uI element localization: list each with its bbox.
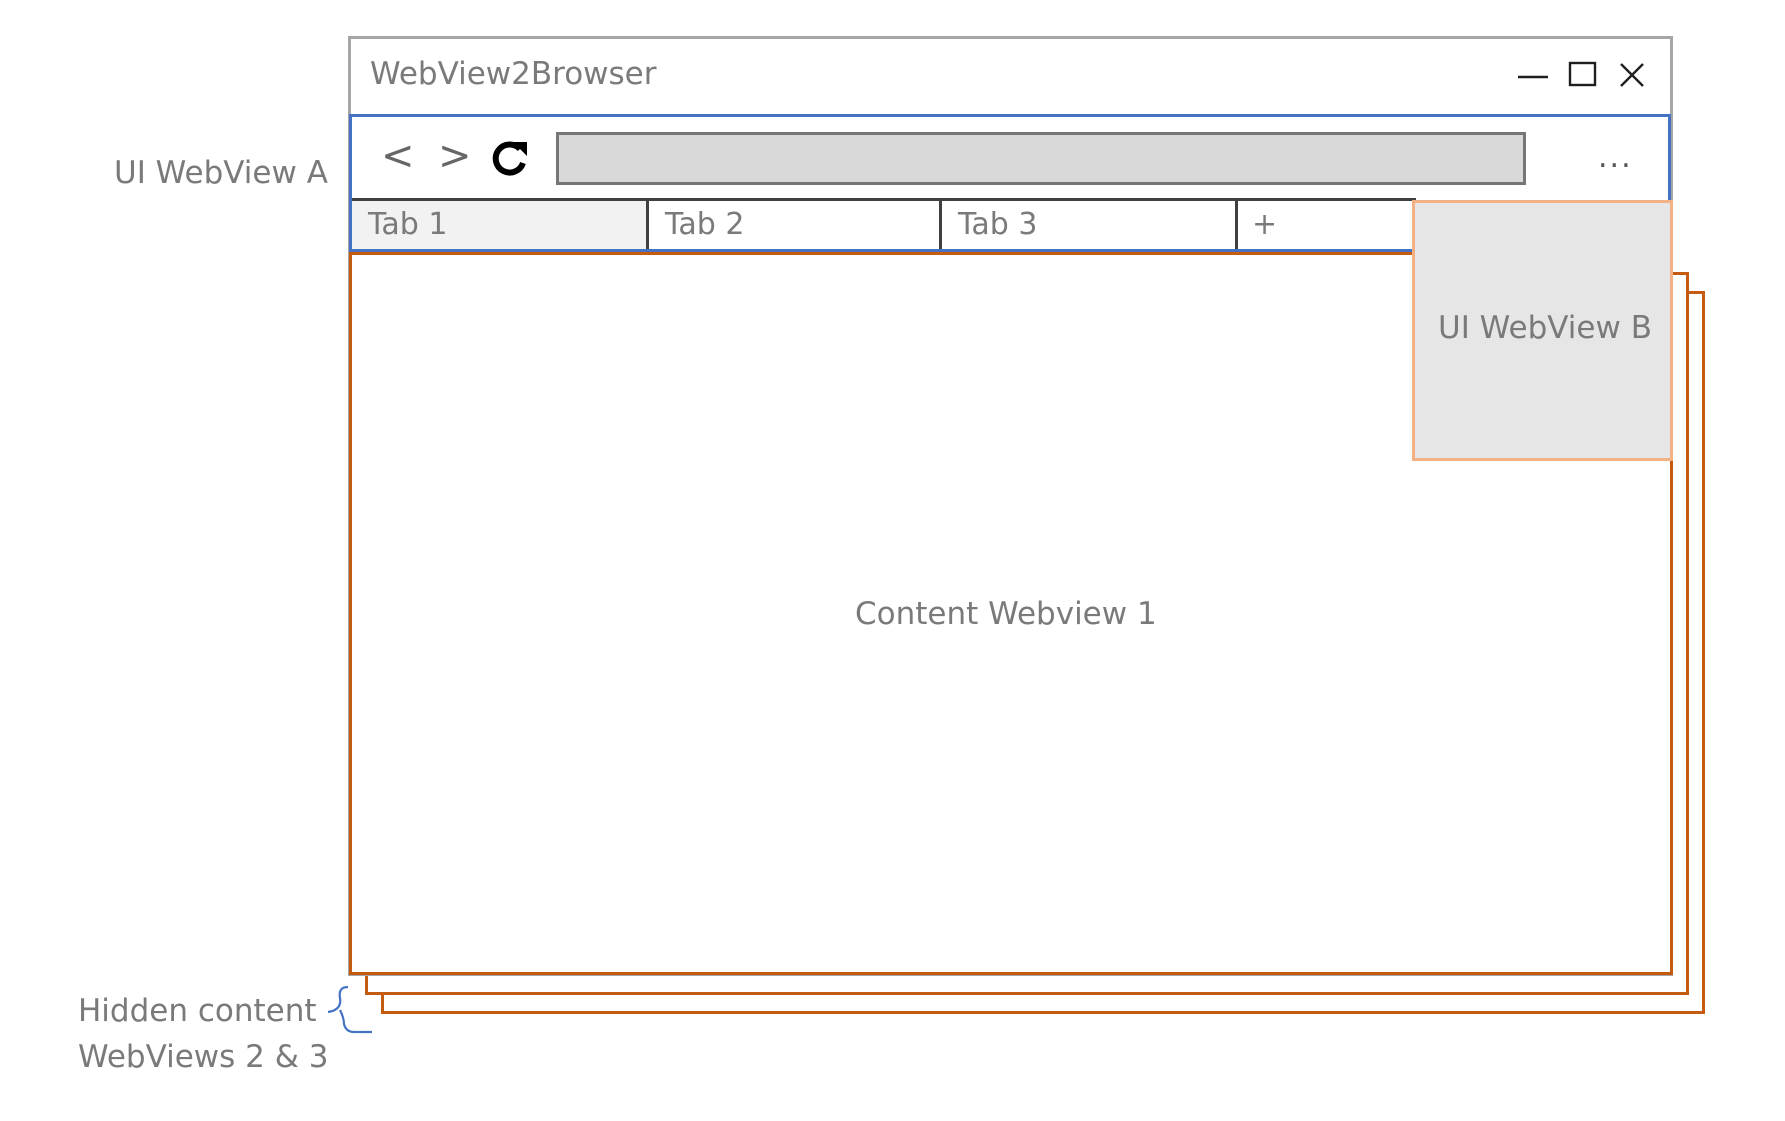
window-title: WebView2Browser [370,56,657,92]
tab-2[interactable]: Tab 2 [649,201,939,249]
tab-label: Tab 3 [958,207,1038,242]
tab-divider [939,201,942,249]
tab-1[interactable]: Tab 1 [352,201,646,249]
tab-3[interactable]: Tab 3 [942,201,1235,249]
tab-label: Tab 1 [368,207,448,242]
tab-divider [1235,201,1238,249]
content-webview-label: Content Webview 1 [855,596,1157,632]
ui-webview-b[interactable] [1412,200,1673,461]
maximize-icon[interactable] [1568,60,1598,90]
close-icon[interactable] [1617,60,1647,90]
ui-webview-b-label: UI WebView B [1438,310,1652,346]
ui-webview-a-annotation: UI WebView A [114,155,328,191]
refresh-icon[interactable] [489,139,531,181]
tab-row-top-border [352,198,1416,201]
forward-button[interactable]: > [438,133,472,179]
back-button[interactable]: < [381,133,415,179]
hidden-webviews-annotation: Hidden content WebViews 2 & 3 [78,988,328,1080]
new-tab-button[interactable]: + [1238,201,1408,249]
plus-icon: + [1252,207,1278,242]
hidden-annotation-line-2: WebViews 2 & 3 [78,1039,329,1075]
more-menu-button[interactable]: ... [1598,140,1633,175]
tab-label: Tab 2 [665,207,745,242]
address-bar[interactable] [556,132,1526,185]
minimize-icon[interactable] [1516,62,1550,92]
ui-webview-a [349,114,1671,252]
brace-icon [327,985,372,1034]
tab-divider [646,201,649,249]
hidden-annotation-line-1: Hidden content [78,993,317,1029]
